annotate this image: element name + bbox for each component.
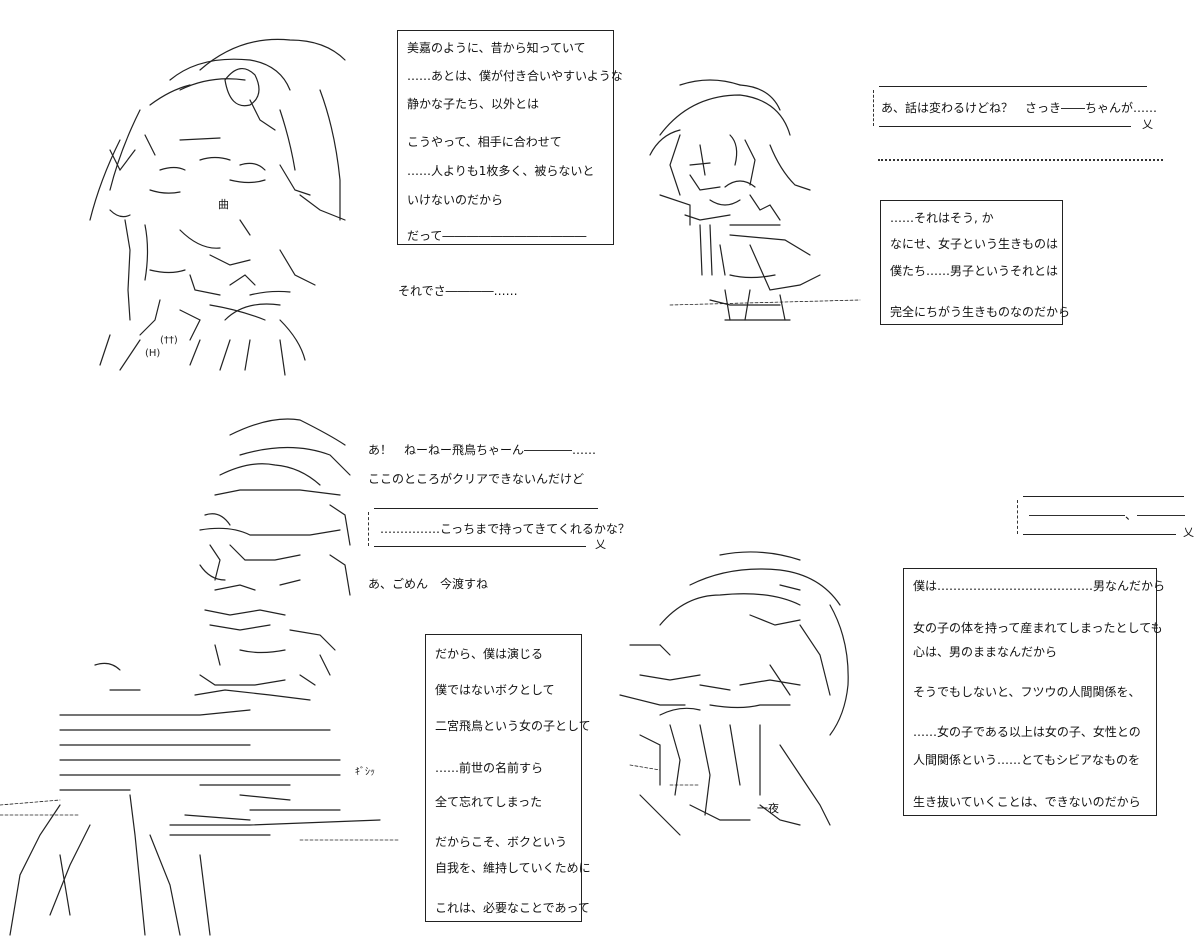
- dialogue-line: あ！ ねーねー飛鳥ちゃーん――――……: [368, 443, 597, 457]
- caption-soredesa: それでさ――――……: [398, 284, 518, 298]
- narration-line: だからこそ、ボクという: [435, 835, 568, 849]
- narration-line: 美嘉のように、昔から知っていて: [407, 41, 586, 55]
- narration-line: ……前世の名前すら: [435, 761, 544, 775]
- narration-line: なにせ、女子という生きものは: [890, 237, 1059, 251]
- narration-line: 僕ではないボクとして: [435, 683, 555, 697]
- bubble-text: ……………こっちまで持ってきてくれるかな？: [380, 522, 630, 536]
- narration-line: こうやって、相手に合わせて: [407, 135, 562, 149]
- narration-line: 完全にちがう生きものなのだから: [890, 305, 1071, 319]
- ascii-tt-label: (††): [160, 335, 178, 346]
- narration-line: だって――――――――――――: [407, 229, 587, 243]
- sfx-gishi-text: ｷﾞｼｯ: [355, 766, 375, 778]
- narration-line: ……人よりも1枚多く、被らないと: [407, 164, 595, 178]
- bubble-text: ――――――――、――――: [1029, 508, 1186, 522]
- narration-line: 心は、男のままなんだから: [913, 645, 1058, 659]
- ascii-h-label: (H): [145, 348, 160, 359]
- narration-box-bottom-right: 僕は…………………………………男なんだから 女の子の体を持って産まれてしまったと…: [903, 568, 1165, 816]
- narration-line: だから、僕は演じる: [435, 647, 544, 661]
- dialogue-line: あ、ごめん 今渡すね: [368, 577, 489, 591]
- dotted-divider: [878, 159, 1163, 161]
- narration-line: 僕たち……男子というそれとは: [890, 264, 1059, 278]
- narration-box-bottom-center: だから、僕は演じる 僕ではないボクとして 二宮飛鳥という女の子として ……前世の…: [425, 634, 591, 922]
- narration-box-top-center: 美嘉のように、昔から知っていて ……あとは、僕が付き合いやすいような 静かな子た…: [397, 30, 623, 245]
- narration-line: そうでもしないと、フツウの人間関係を、: [913, 685, 1141, 699]
- narration-line: ……女の子である以上は女の子、女性との: [913, 725, 1141, 739]
- narration-line: ……それはそう, か: [890, 211, 994, 225]
- narration-line: 僕は…………………………………男なんだから: [913, 579, 1166, 593]
- narration-line: 人間関係という……とてもシビアなものを: [913, 753, 1141, 767]
- narration-line: ……あとは、僕が付き合いやすいような: [407, 69, 623, 83]
- bubble-text: あ、話は変わるけどね？ さっき――ちゃんが……: [881, 101, 1158, 115]
- aa-character-bottom-left-icon: ｷﾞｼｯ: [0, 418, 401, 936]
- narration-box-top-right: ……それはそう, か なにせ、女子という生きものは 僕たち……男子というそれとは…: [880, 200, 1070, 325]
- aa-character-top-left-icon: (H) (††): [89, 38, 346, 376]
- dialogue-line: ここのところがクリアできないんだけど: [368, 472, 585, 486]
- art-label-ichiya: 一夜: [757, 802, 779, 815]
- bubble-tail-icon: 乂: [1142, 118, 1153, 131]
- narration-line: 自我を、維持していくために: [435, 861, 591, 875]
- bubble-tail-icon: 乂: [595, 538, 606, 551]
- narration-line: 二宮飛鳥という女の子として: [435, 719, 591, 733]
- bubble-tail-icon: 乂: [1183, 526, 1194, 539]
- speech-bubble-top-right: あ、話は変わるけどね？ さっき――ちゃんが…… 乂: [873, 86, 1161, 131]
- narration-line: いけないのだから: [407, 193, 504, 207]
- narration-line: 静かな子たち、以外とは: [407, 97, 540, 111]
- speech-bubble-bottom-center: ……………こっちまで持ってきてくれるかな？ 乂: [368, 508, 630, 551]
- aa-character-bottom-center-icon: [619, 551, 849, 836]
- speech-bubble-far-right: ――――――――、―――― 乂: [1017, 496, 1198, 539]
- aa-character-top-center-icon: [649, 79, 861, 321]
- art-label-kyoku: 曲: [218, 198, 229, 211]
- narration-line: 生き抜いていくことは、できないのだから: [913, 795, 1141, 809]
- narration-line: これは、必要なことであって: [435, 901, 590, 915]
- narration-line: 女の子の体を持って産まれてしまったとしても: [913, 621, 1163, 635]
- narration-line: 全て忘れてしまった: [435, 795, 543, 809]
